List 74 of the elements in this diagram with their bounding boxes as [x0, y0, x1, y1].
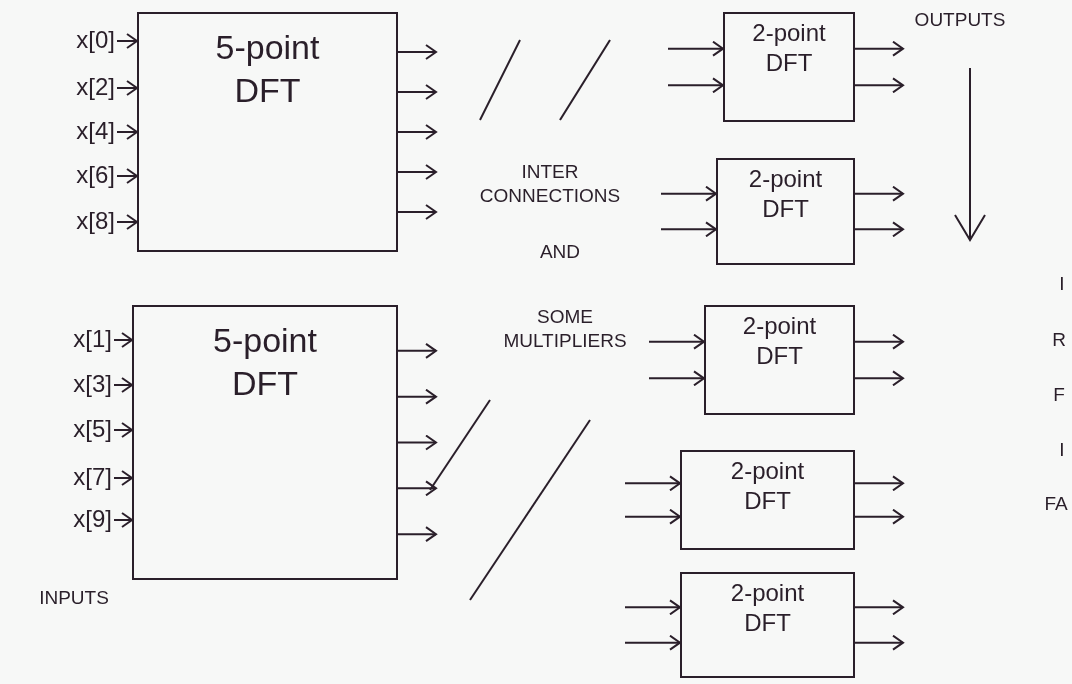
arrow [397, 526, 437, 543]
cut-off-letter: I [1058, 438, 1066, 462]
block-label: 2-point DFT [729, 578, 806, 638]
annotation-text: SOME MULTIPLIERS [502, 305, 628, 353]
dft-box [680, 572, 855, 678]
arrow [397, 434, 437, 451]
arrow [113, 332, 133, 348]
cut-off-letter: R [1051, 328, 1067, 352]
dft-box [716, 158, 855, 265]
arrow [397, 204, 437, 220]
arrow [116, 33, 138, 49]
cut-off-letter: FA [1043, 492, 1069, 516]
arrow [667, 40, 724, 57]
input-label: x[9] [72, 504, 112, 534]
arrow [113, 512, 133, 528]
dft-box [704, 305, 855, 415]
arrow [854, 508, 904, 525]
arrow [660, 185, 717, 202]
input-label: x[3] [72, 369, 112, 399]
annotation-text: INTER CONNECTIONS [478, 160, 622, 208]
arrow [397, 388, 437, 405]
cut-off-letter: F [1052, 383, 1066, 407]
arrow [624, 508, 681, 525]
block-label: 2-point DFT [729, 456, 806, 516]
arrow [660, 221, 717, 238]
arrow [397, 84, 437, 100]
block-label: 5-point DFT [214, 27, 321, 111]
arrow [854, 40, 904, 57]
arrow [624, 634, 681, 651]
annotation-text: AND [538, 240, 582, 264]
input-label: x[1] [72, 324, 112, 354]
arrow [854, 599, 904, 616]
input-label: x[7] [72, 462, 112, 492]
arrow [116, 124, 138, 140]
block-label: 2-point DFT [747, 164, 824, 224]
arrow [116, 214, 138, 230]
arrow [397, 480, 437, 497]
dft-box [680, 450, 855, 550]
arrow [854, 185, 904, 202]
input-label: x[8] [75, 206, 115, 236]
arrow [667, 77, 724, 94]
arrow [624, 475, 681, 492]
arrow [854, 634, 904, 651]
arrow [854, 77, 904, 94]
input-label: x[6] [75, 160, 115, 190]
arrow [397, 164, 437, 180]
arrow [854, 221, 904, 238]
arrow [116, 168, 138, 184]
arrow [113, 470, 133, 486]
arrow [397, 124, 437, 140]
arrow [116, 80, 138, 96]
block-label: 5-point DFT [212, 320, 318, 404]
input-label: x[5] [72, 414, 112, 444]
arrow [624, 599, 681, 616]
arrow [648, 333, 705, 350]
arrow [854, 333, 904, 350]
annotation-text: OUTPUTS [913, 8, 1007, 32]
input-label: x[0] [75, 25, 115, 55]
block-label: 2-point DFT [751, 18, 827, 78]
arrow [854, 475, 904, 492]
arrow [113, 422, 133, 438]
cut-off-letter: I [1058, 272, 1066, 296]
arrow [648, 370, 705, 387]
arrow [397, 342, 437, 359]
dft-box [132, 305, 398, 580]
input-label: x[2] [75, 72, 115, 102]
annotation-text: INPUTS [38, 586, 110, 610]
block-label: 2-point DFT [741, 311, 818, 371]
arrow [854, 370, 904, 387]
arrow [397, 44, 437, 60]
dft-box [137, 12, 398, 252]
arrow [113, 377, 133, 393]
dft-box [723, 12, 855, 122]
input-label: x[4] [75, 116, 115, 146]
